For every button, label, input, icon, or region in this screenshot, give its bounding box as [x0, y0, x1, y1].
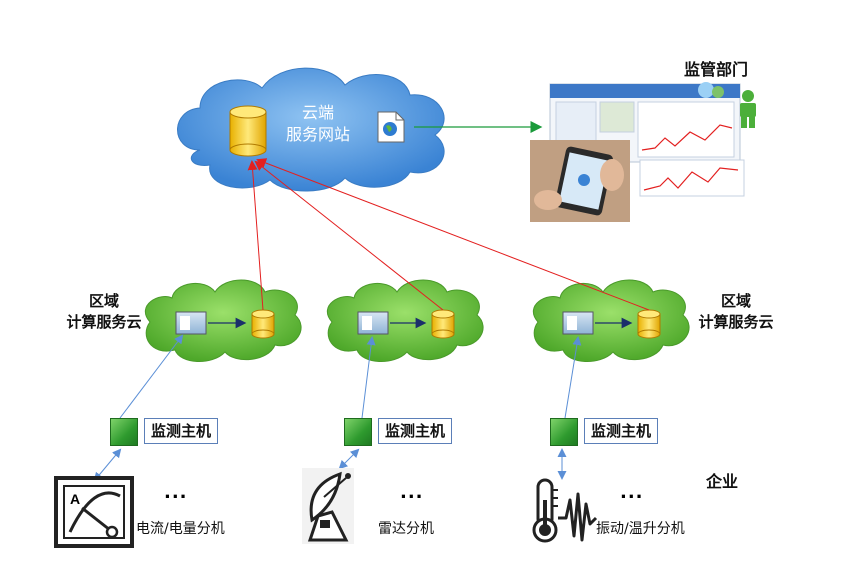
ellipsis-right: ... — [620, 482, 644, 503]
region-left-label: 区域 计算服务云 — [60, 290, 148, 332]
arrow-left-to-cloud — [247, 160, 264, 311]
arrow-monitor-right — [564, 336, 582, 419]
arrow-monitor-left — [119, 334, 184, 419]
thermometer-vibration-icon — [532, 478, 598, 543]
enterprise-label: 企业 — [706, 472, 739, 491]
region-cloud-left — [144, 279, 302, 363]
device-label-current: 电流/电量分机 — [136, 521, 225, 537]
cloud-title-line1: 云端 — [301, 103, 334, 122]
arrow-monitor-middle — [361, 336, 376, 419]
region-right-label: 区域 计算服务云 — [690, 290, 782, 332]
monitor-host-left: 监测主机 — [144, 418, 219, 444]
web-document-icon — [377, 111, 405, 143]
svg-text:A: A — [70, 491, 80, 507]
arrow-link-left — [93, 448, 122, 482]
arrow-right-to-cloud — [256, 158, 650, 311]
monitor-host-left-icon — [110, 418, 138, 446]
cloud-title-line2: 服务网站 — [285, 125, 350, 144]
monitor-host-middle: 监测主机 — [378, 418, 453, 444]
person-icon — [740, 90, 756, 128]
ellipsis-left: ... — [164, 482, 188, 503]
ellipsis-middle: ... — [400, 482, 424, 503]
monitor-host-right-icon — [550, 418, 578, 446]
compute-node-right — [562, 309, 661, 339]
device-label-vibration: 振动/温升分机 — [596, 521, 685, 537]
ammeter-icon: A — [54, 476, 134, 548]
arrow-link-middle — [338, 448, 360, 470]
region-left-line1: 区域 — [88, 292, 119, 310]
region-cloud-right — [532, 279, 690, 363]
monitor-host-right: 监测主机 — [584, 418, 659, 444]
region-right-line2: 计算服务云 — [698, 313, 774, 331]
region-right-line1: 区域 — [720, 292, 751, 310]
regulator-label: 监管部门 — [684, 60, 749, 79]
mobile-app-photo — [530, 140, 630, 222]
main-cloud — [177, 67, 445, 192]
cloud-database-icon — [229, 105, 267, 157]
region-cloud-middle — [326, 279, 484, 363]
compute-node-middle — [357, 309, 455, 339]
radar-dish-icon — [302, 468, 354, 544]
region-left-line2: 计算服务云 — [66, 313, 142, 331]
monitor-host-middle-icon — [344, 418, 372, 446]
arrow-middle-to-cloud — [254, 160, 444, 311]
cloud-title: 云端 服务网站 — [278, 102, 358, 146]
compute-node-left — [175, 309, 275, 339]
device-label-radar: 雷达分机 — [378, 521, 434, 537]
